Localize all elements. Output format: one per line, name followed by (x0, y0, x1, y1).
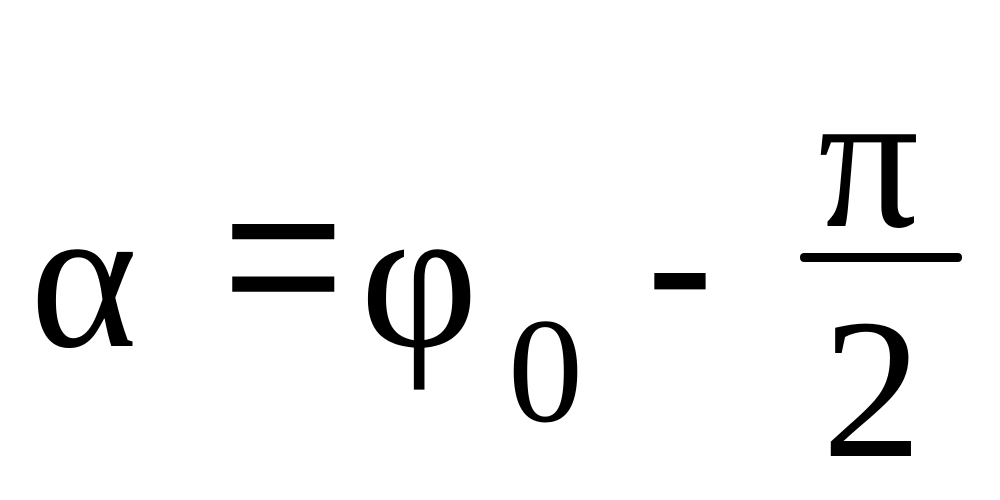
fraction-numerator-pi: π (818, 49, 919, 270)
equals-sign: = (222, 137, 345, 372)
alpha-symbol: α (30, 164, 138, 391)
minus-sign: - (645, 147, 715, 382)
fraction-denominator-two: 2 (822, 279, 922, 500)
subscript-zero: 0 (508, 288, 583, 454)
fraction-bar (800, 253, 962, 262)
phi-symbol: φ (360, 164, 479, 391)
